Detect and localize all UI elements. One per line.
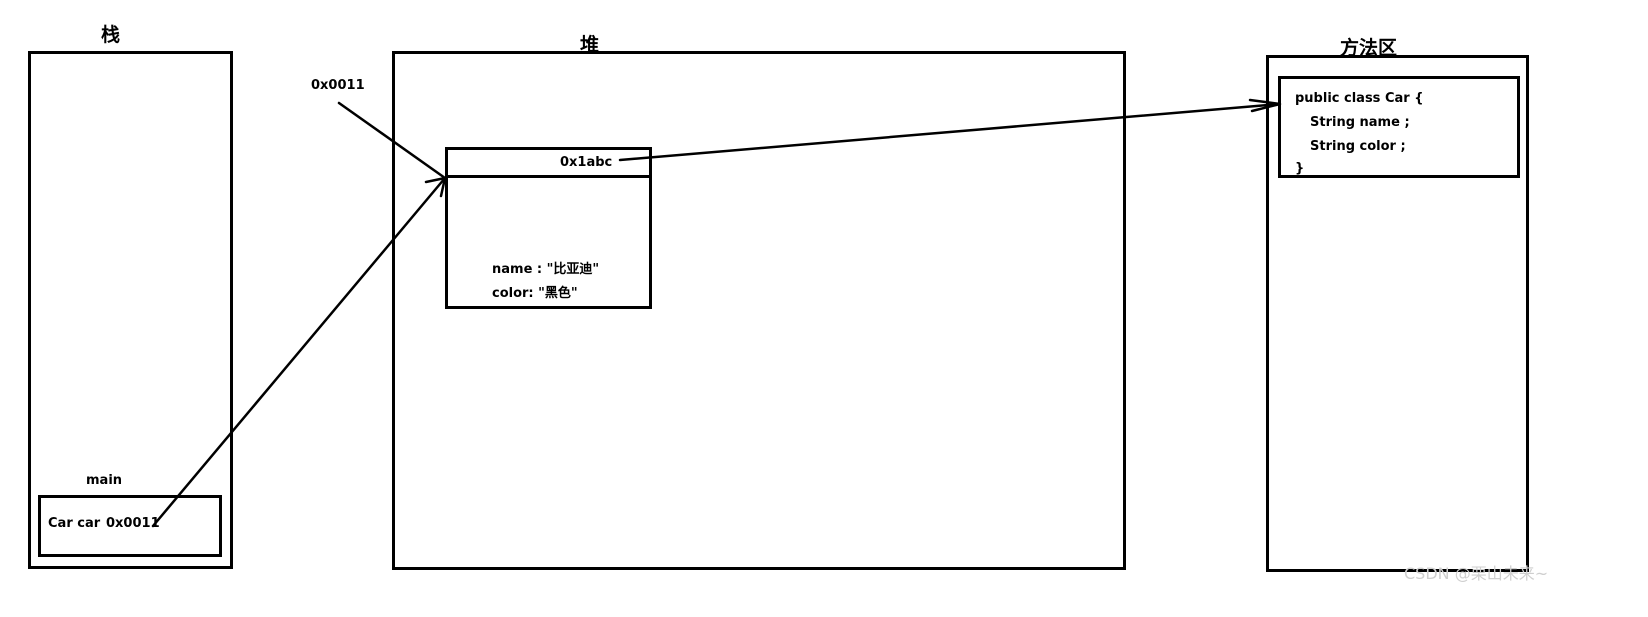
stack-to-heap-arrow xyxy=(151,176,447,528)
main-frame xyxy=(38,495,222,557)
code-line: } xyxy=(1295,161,1305,176)
code-line: public class Car { xyxy=(1295,91,1424,106)
object-field-name: name : "比亚迪" xyxy=(492,262,600,277)
car-variable-declaration: Car car xyxy=(48,516,101,531)
code-line: String name ; xyxy=(1310,115,1410,130)
class-pointer-label: 0x1abc xyxy=(560,155,613,170)
heap-title: 堆 xyxy=(580,34,600,56)
object-to-class-arrow xyxy=(618,102,1282,162)
code-line: String color ; xyxy=(1310,139,1406,154)
stack-area xyxy=(28,51,233,569)
object-to-class-arrowhead xyxy=(1248,98,1281,113)
car-variable-value: 0x0011 xyxy=(106,516,160,531)
watermark: CSDN @栗山未来~ xyxy=(1404,564,1549,583)
method-area-title: 方法区 xyxy=(1340,37,1398,59)
stack-title: 栈 xyxy=(101,24,121,46)
heap-ref-label-pointer xyxy=(337,101,447,180)
object-field-color: color: "黑色" xyxy=(492,286,578,301)
car-object-header-divider xyxy=(445,175,652,178)
method-area xyxy=(1266,55,1529,572)
car-class-definition xyxy=(1278,76,1520,178)
heap-area xyxy=(392,51,1126,570)
heap-reference-label: 0x0011 xyxy=(311,78,365,93)
main-frame-label: main xyxy=(86,473,123,488)
car-object xyxy=(445,147,652,309)
